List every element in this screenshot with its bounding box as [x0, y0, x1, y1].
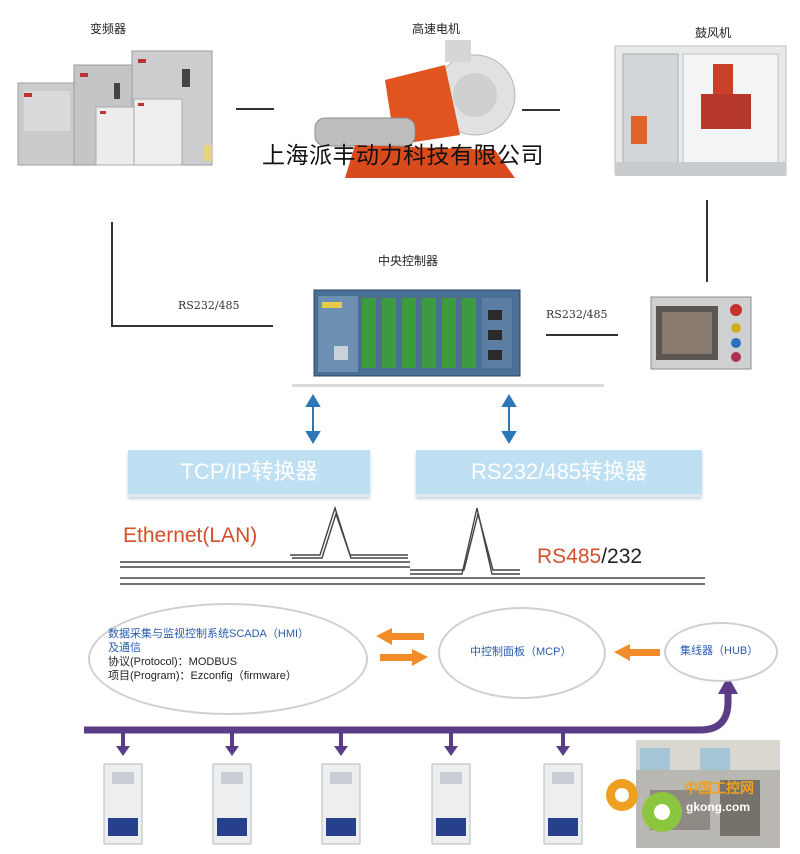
link-line-left-horizontal [111, 325, 273, 327]
site-watermark-url: gkong.com [686, 800, 751, 814]
controller-image [312, 286, 522, 378]
controller-label: 中央控制器 [378, 254, 439, 268]
orange-arrow-to-scada [376, 628, 424, 645]
site-watermark-name: 中国工控网 [684, 780, 754, 796]
link-line-right-vertical [706, 200, 708, 282]
blower-image [613, 44, 788, 179]
plc-controller-graphic [313, 289, 521, 377]
scada-line-3: 协议(Protocol)：MODBUS [108, 656, 237, 668]
link-line-right-horizontal [546, 334, 618, 336]
scada-line-2: 及通信 [108, 642, 141, 654]
hub-label: 集线器（HUB） [680, 645, 759, 657]
inverter-image [14, 45, 214, 170]
rs232-485-converter: RS232/485转换器 [416, 450, 702, 497]
network-signal-lines [120, 505, 705, 585]
link-line-inverter-motor [236, 108, 274, 110]
scada-line-4: 项目(Program)：Ezconfig（firmware） [108, 670, 297, 682]
mcp-ellipse [438, 607, 606, 699]
orange-arrow-hub-to-mcp [614, 644, 660, 661]
hmi-panel-graphic [650, 296, 752, 370]
bus-drop-arrows [116, 733, 570, 756]
mcp-label: 中控制面板（MCP） [470, 646, 572, 658]
blue-double-arrow-right [501, 394, 517, 444]
inverter-label: 变频器 [90, 22, 127, 36]
tcp-ip-converter: TCP/IP转换器 [128, 450, 370, 497]
link-line-motor-blower [522, 109, 560, 111]
company-watermark: 上海派丰动力科技有限公司 [262, 142, 544, 168]
hub-ellipse [664, 622, 778, 682]
motor-image [295, 40, 535, 180]
gear-icon [606, 779, 682, 832]
left-rs-label: RS232/485 [178, 299, 240, 312]
blower-label: 鼓风机 [695, 26, 732, 40]
motor-label: 高速电机 [412, 22, 461, 36]
rs485-label: RS485/232 [537, 545, 642, 569]
rs485-label-black: /232 [601, 545, 643, 568]
orange-arrow-to-mcp [380, 649, 428, 666]
link-line-left-vertical [111, 222, 113, 327]
blower-graphic [614, 45, 787, 176]
scada-line-1: 数据采集与监视控制系统SCADA（HMI） [108, 628, 310, 640]
orange-arrows [376, 628, 660, 666]
purple-bus [84, 690, 732, 734]
ethernet-label: Ethernet(LAN) [123, 524, 258, 547]
high-speed-motor-graphic [314, 40, 516, 178]
scada-ellipse [88, 603, 368, 715]
controller-baseline [292, 384, 604, 387]
scada-text: 数据采集与监视控制系统SCADA（HMI） 及通信 协议(Protocol)：M… [108, 627, 309, 683]
hmi-panel-image [650, 296, 752, 370]
inverter-cabinets-graphic [17, 50, 213, 166]
bus-arrow-to-hub [718, 676, 738, 694]
blue-double-arrow-left [305, 394, 321, 444]
bottom-cabinets [103, 763, 583, 845]
rs485-label-red: RS485 [537, 545, 602, 568]
right-rs-label: RS232/485 [546, 308, 608, 321]
